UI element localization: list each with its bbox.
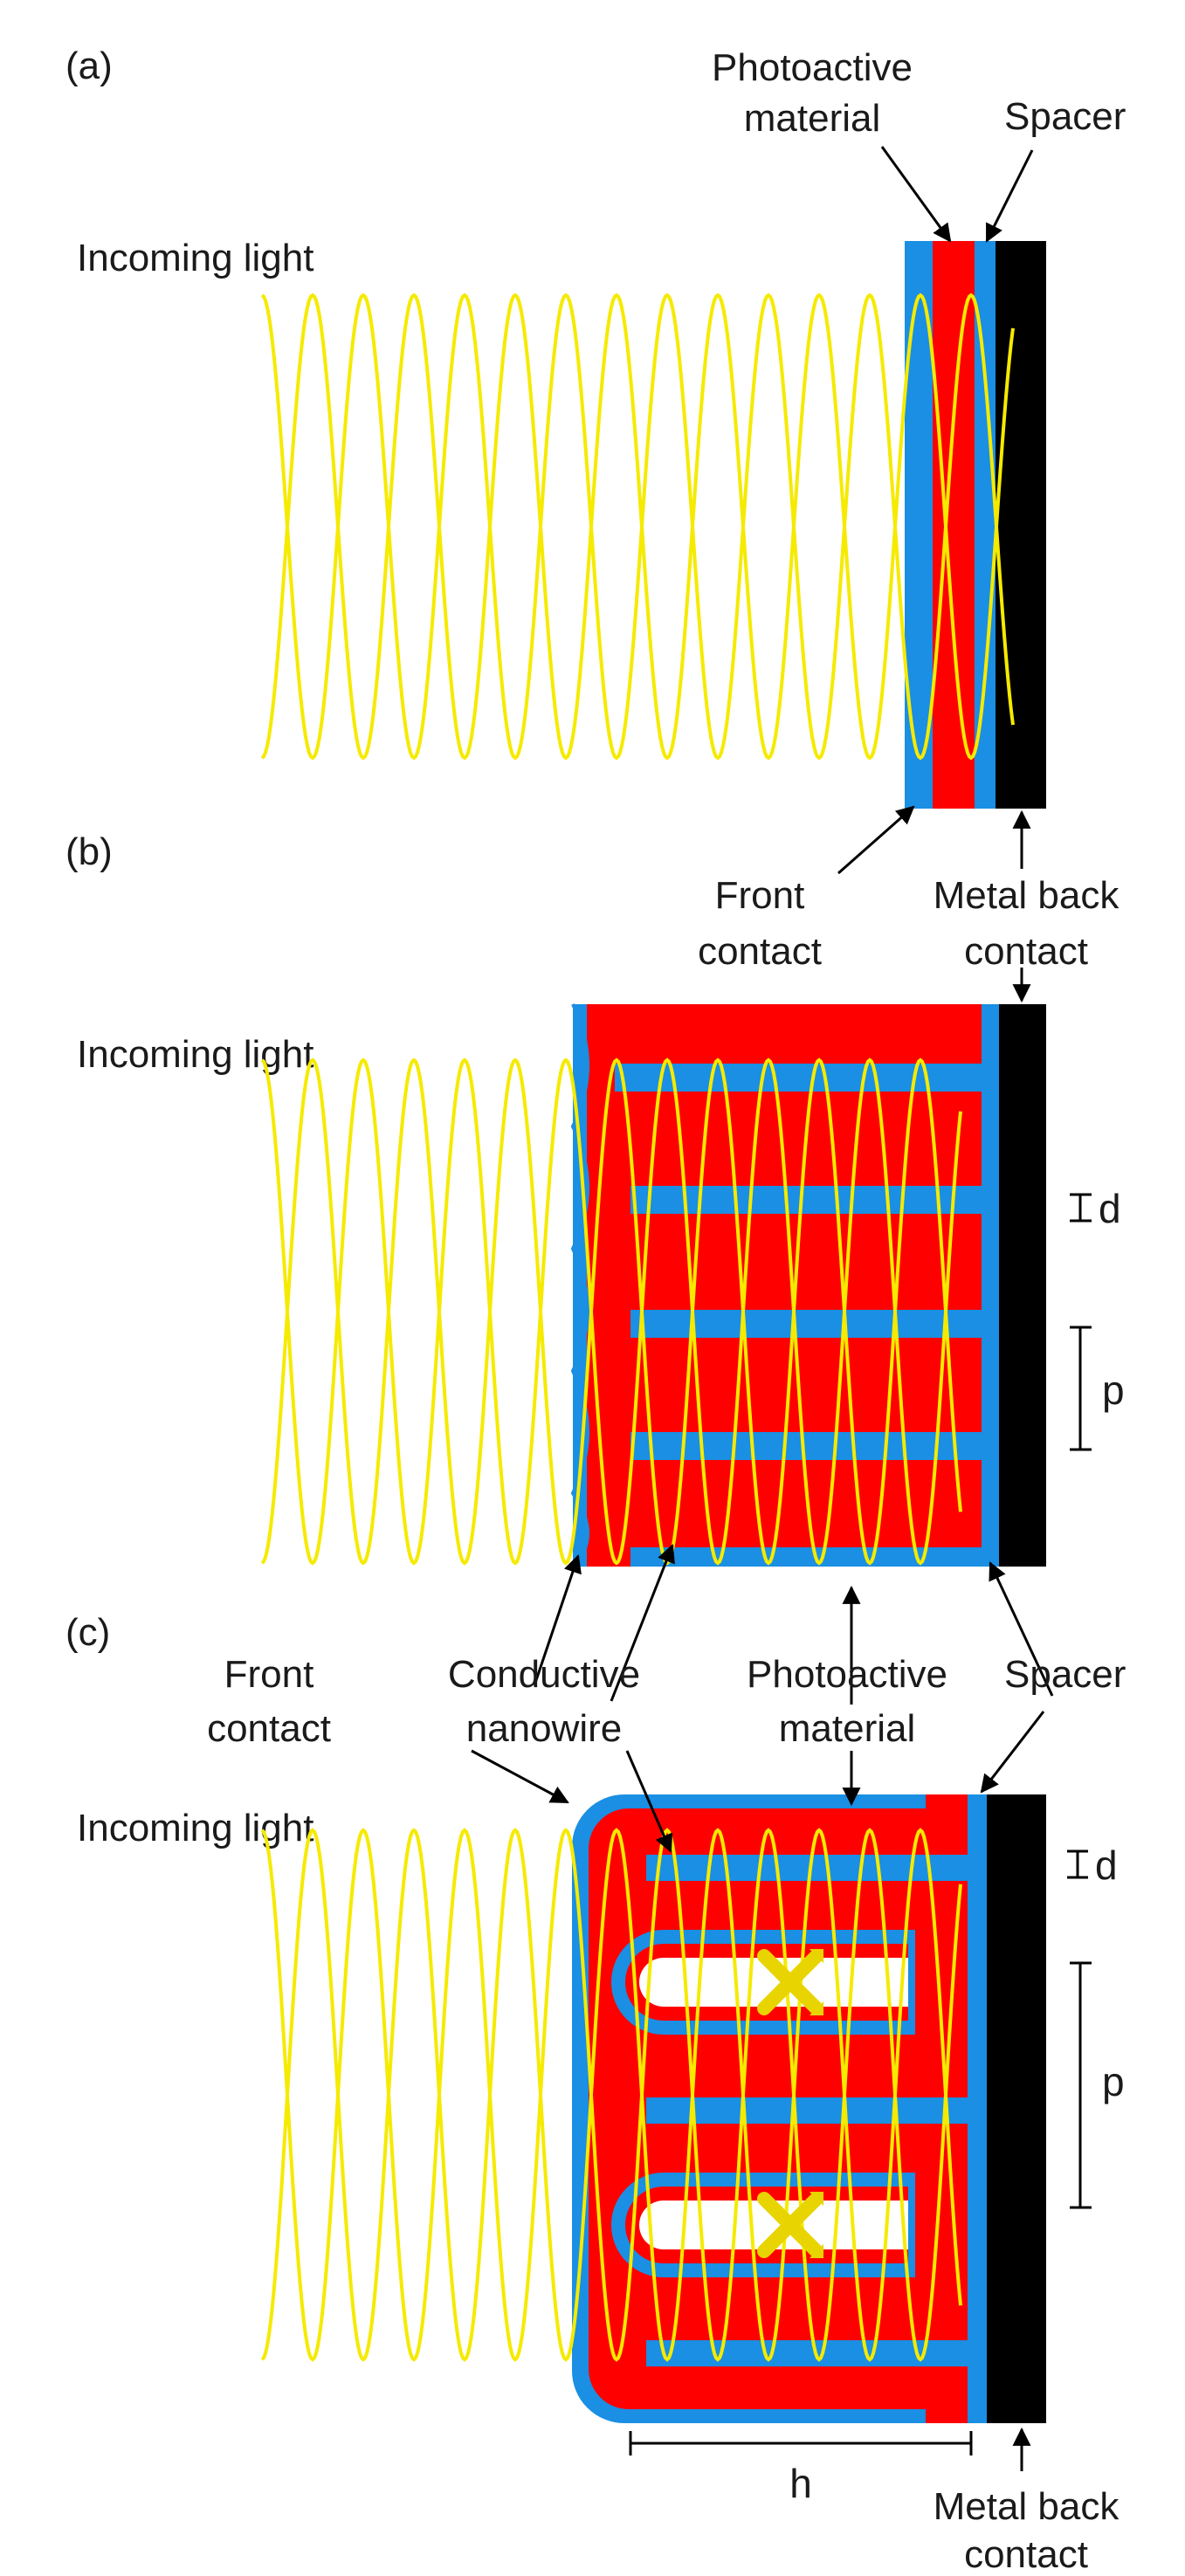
panel-c-spacer-leader xyxy=(980,1711,1045,1794)
panel-c-front-contact-label-line1: Front xyxy=(224,1653,314,1696)
panel-b-p-dimension: p xyxy=(1070,1326,1125,1451)
panel-c-nanowire-label-line2: nanowire xyxy=(466,1707,623,1750)
panel-a-photoactive-layer xyxy=(933,241,975,809)
panel-a-spacer-layer xyxy=(975,241,996,809)
panel-c-front-contact-label-line2: contact xyxy=(207,1707,331,1750)
panel-a-photoactive-label-line1: Photoactive xyxy=(712,46,913,89)
panel-b-nanowire xyxy=(630,1310,982,1338)
panel-a-front-contact-label-line1: Front xyxy=(715,874,805,917)
panel-c-scatter-arrows xyxy=(757,1949,823,2258)
panel-a-front-contact-label-line2: contact xyxy=(698,930,822,973)
panel-b: (b) Incoming light d p xyxy=(65,830,1125,1705)
scatter-arrow-icon xyxy=(757,1949,823,2015)
panel-a-metal-back-label-line1: Metal back xyxy=(934,874,1120,917)
panel-c-metal-back-label-line1: Metal back xyxy=(934,2485,1120,2528)
panel-c: (c) Front contact Conductive nanowire Ph… xyxy=(65,1611,1126,2576)
panel-c-p-dimension: p xyxy=(1070,1961,1125,2209)
panel-b-light-wave xyxy=(260,1057,962,1566)
panel-c-nanowire-leader xyxy=(625,1750,673,1853)
panel-c-d-label: d xyxy=(1095,1842,1118,1888)
panel-a-spacer-label: Spacer xyxy=(1004,95,1126,138)
panel-b-p-bracket xyxy=(1070,1326,1092,1451)
panel-b-nanowire xyxy=(630,1432,982,1460)
panel-c-nanowire xyxy=(646,2340,968,2366)
panel-b-to-nanowire-leader xyxy=(610,1544,675,1702)
panel-c-spacer-layer xyxy=(968,1794,987,2423)
panel-b-d-bracket xyxy=(1070,1193,1092,1223)
panel-c-nanowire-label-line1: Conductive xyxy=(448,1653,640,1696)
scatter-arrow-icon xyxy=(757,2192,823,2258)
panel-a-letter: (a) xyxy=(65,45,113,87)
panel-b-d-label: d xyxy=(1099,1186,1121,1231)
panel-b-spacer-layer xyxy=(982,1004,999,1567)
panel-c-p-label: p xyxy=(1102,2059,1125,2104)
panel-c-h-bracket xyxy=(629,2431,973,2455)
panel-c-light-wave xyxy=(260,1828,962,2362)
panel-a-device-stack xyxy=(905,241,1046,809)
panel-c-d-bracket xyxy=(1067,1849,1088,1879)
light-wave-strand xyxy=(260,1057,962,1566)
panel-c-nanowire xyxy=(646,1855,968,1881)
panel-c-incoming-light-label: Incoming light xyxy=(77,1807,313,1849)
panel-b-metal-back-contact xyxy=(999,1004,1046,1567)
light-wave-strand xyxy=(260,293,1015,761)
panel-c-p-bracket xyxy=(1070,1961,1092,2209)
panel-b-d-dimension: d xyxy=(1070,1186,1121,1231)
panel-a-metal-back-label-line2: contact xyxy=(964,930,1088,973)
panel-c-letter: (c) xyxy=(65,1611,110,1654)
panel-b-p-label: p xyxy=(1102,1367,1125,1413)
panel-c-metal-back-label-line2: contact xyxy=(964,2533,1088,2576)
panel-c-nanowires xyxy=(646,1855,968,2366)
panel-b-incoming-light-label: Incoming light xyxy=(77,1033,313,1076)
panel-b-nanowire xyxy=(630,1186,982,1214)
panel-b-letter: (b) xyxy=(65,830,113,873)
panel-c-spacer-label: Spacer xyxy=(1004,1653,1126,1696)
light-wave-strand xyxy=(260,293,1015,761)
panel-c-trench-void xyxy=(639,1958,908,2007)
panel-a: (a) Incoming light Photoactive material … xyxy=(65,45,1126,973)
panel-c-d-dimension: d xyxy=(1067,1842,1118,1888)
panel-b-to-front-contact-leader xyxy=(533,1554,582,1686)
panel-c-h-dimension: h xyxy=(629,2431,973,2506)
panel-a-light-wave xyxy=(260,293,1015,761)
panel-c-photoactive-label-line2: material xyxy=(779,1707,916,1750)
panel-a-incoming-light-label: Incoming light xyxy=(77,237,313,279)
panel-c-trench-void xyxy=(639,2201,908,2249)
panel-a-spacer-leader xyxy=(985,149,1034,243)
panel-c-front-contact-leader xyxy=(471,1749,569,1804)
panel-c-h-label: h xyxy=(789,2461,812,2506)
panel-a-photoactive-leader xyxy=(880,146,952,243)
light-wave-strand xyxy=(260,1828,962,2362)
panel-b-nanowire xyxy=(630,1547,982,1567)
panel-c-nanowire xyxy=(646,2097,968,2124)
panel-c-metal-back-contact xyxy=(987,1794,1046,2423)
panel-b-nanowires xyxy=(615,1064,982,1567)
panel-b-to-spacer-leader xyxy=(989,1561,1054,1697)
panel-a-metal-back-contact xyxy=(996,241,1046,809)
panel-a-photoactive-label-line2: material xyxy=(744,97,881,140)
panel-c-photoactive-label-line1: Photoactive xyxy=(747,1653,947,1696)
panel-a-front-contact-leader xyxy=(837,805,915,875)
